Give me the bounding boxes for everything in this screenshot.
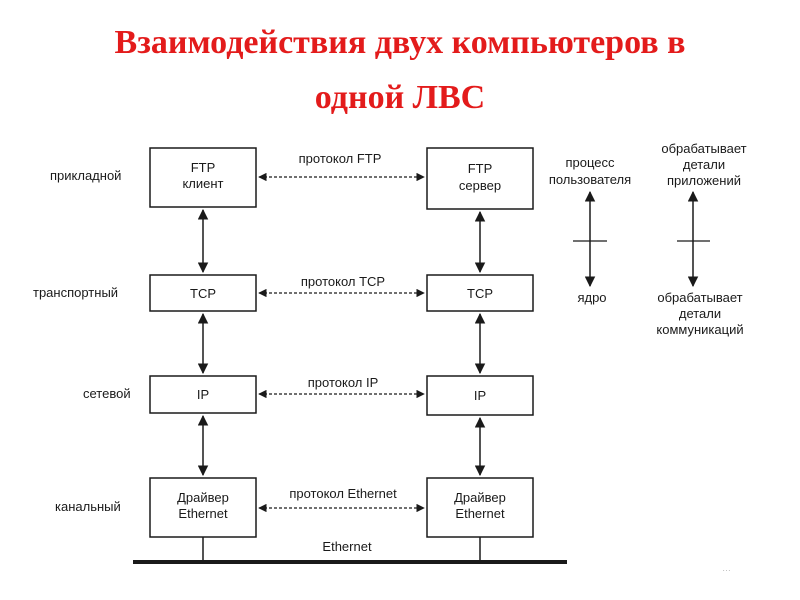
client-driver-label-2: Ethernet: [178, 506, 228, 521]
legend-comm-details-line-2: детали: [679, 306, 721, 321]
client-tcp-box: [149, 274, 257, 312]
legend-kernel-label: ядро: [577, 290, 606, 305]
client-ftp-label-2: клиент: [182, 176, 223, 191]
client-ip-box: [149, 375, 257, 414]
server-ip-box: [426, 375, 534, 416]
server-ftp-label-1: FTP: [468, 161, 493, 176]
legend-app-details-line-2: детали: [683, 157, 725, 172]
layer-label-link: канальный: [55, 499, 121, 514]
server-ftp-box: [426, 147, 534, 210]
server-tcp-label: TCP: [467, 286, 493, 301]
title-line-1: Взаимодействия двух компьютеров в: [114, 24, 686, 61]
server-driver-box: [426, 477, 534, 538]
server-driver-label-2: Ethernet: [455, 506, 505, 521]
client-tcp-label: TCP: [190, 286, 216, 301]
client-ftp-label-1: FTP: [191, 160, 216, 175]
layer-label-application: прикладной: [50, 168, 121, 183]
page-mark: …: [722, 563, 731, 573]
protocol-label-ftp: протокол FTP: [299, 151, 382, 166]
ethernet-bus-label: Ethernet: [322, 539, 372, 554]
legend-user-process-line-2: пользователя: [549, 172, 631, 187]
layer-label-network: сетевой: [83, 386, 131, 401]
legend-user-process-line-1: процесс: [565, 155, 615, 170]
server-driver-label-1: Драйвер: [454, 490, 506, 505]
title-line-2: одной ЛВС: [314, 79, 486, 116]
legend-comm-details-line-3: коммуникаций: [656, 322, 743, 337]
client-ftp-box: [149, 147, 257, 208]
layer-label-transport: транспортный: [33, 285, 118, 300]
legend-app-details-line-3: приложений: [667, 173, 741, 188]
legend-comm-details-line-1: обрабатывает: [657, 290, 742, 305]
server-ftp-label-2: сервер: [459, 178, 501, 193]
client-driver-box: [149, 477, 257, 538]
protocol-label-ip: протокол IP: [308, 375, 379, 390]
client-ip-label: IP: [197, 387, 209, 402]
server-ip-label: IP: [474, 388, 486, 403]
client-driver-label-1: Драйвер: [177, 490, 229, 505]
protocol-label-ethernet: протокол Ethernet: [289, 486, 397, 501]
server-tcp-box: [426, 274, 534, 312]
legend-app-details-line-1: обрабатывает: [661, 141, 746, 156]
protocol-label-tcp: протокол TCP: [301, 274, 385, 289]
